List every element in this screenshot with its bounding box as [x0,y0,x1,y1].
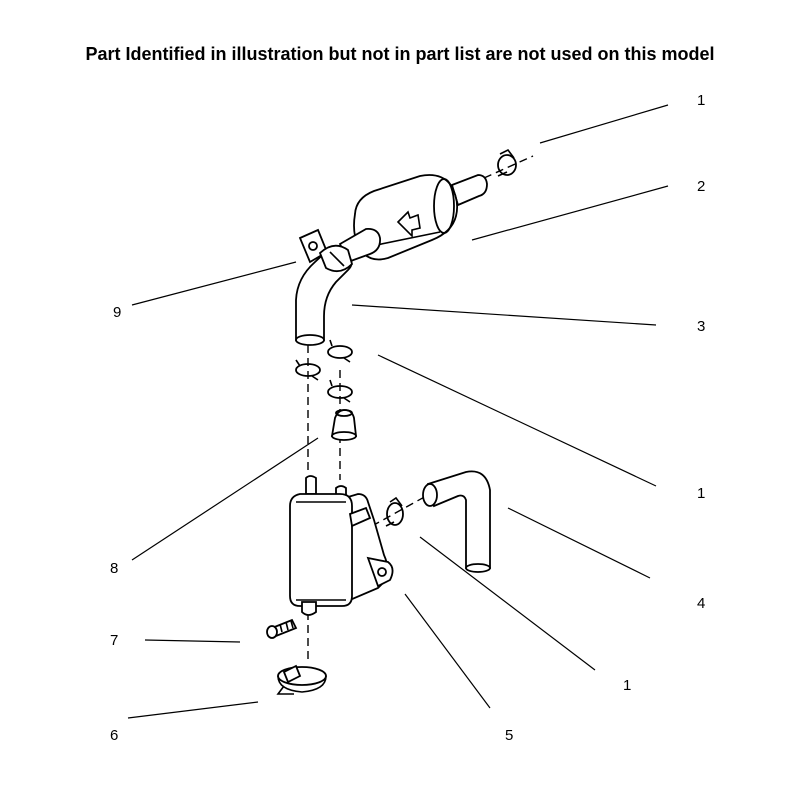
clamp-icon-side [385,496,404,527]
leader-line-1-top [539,104,669,144]
leader-line-2 [471,185,669,241]
callout-1-low: 1 [623,677,631,694]
callout-3: 3 [697,318,705,335]
leader-line-8 [131,437,319,561]
leader-lines [127,104,669,719]
fuel-filter-icon [338,174,488,264]
l-hose-icon [422,470,491,573]
callout-4: 4 [697,595,705,612]
screw-icon [266,618,298,639]
callout-7: 7 [110,632,118,649]
leader-line-1-low [419,536,596,671]
clamp-icon-mid-left [295,359,321,381]
hose-clamp-icon-bottom [276,664,327,695]
callout-1-top: 1 [697,92,705,109]
callout-5: 5 [505,727,513,744]
leader-line-1-mid [377,354,657,487]
leader-line-7 [144,639,241,643]
centerline-side-hose [371,494,429,527]
centerline-top-clamp [483,155,534,179]
leader-line-6 [127,701,259,719]
elbow-hose-icon [295,244,354,346]
leader-line-4 [507,507,651,579]
clamp-icon-top [497,148,517,177]
callout-numbers: 1 2 3 1 4 1 5 6 7 8 9 [110,92,705,744]
leader-line-3 [351,304,657,326]
clamp-icon-mid-right-upper [327,339,353,363]
leader-line-9 [131,261,297,306]
callout-9: 9 [113,304,121,321]
clamp-icon-mid-right-lower [327,379,353,403]
callout-2: 2 [697,178,705,195]
callout-8: 8 [110,560,118,577]
callout-6: 6 [110,727,118,744]
leader-line-5 [404,593,491,709]
diagram-caption: Part Identified in illustration but not … [85,44,715,64]
separator-tank-icon [289,475,394,616]
callout-1-mid: 1 [697,485,705,502]
rubber-cap-icon [330,409,358,441]
